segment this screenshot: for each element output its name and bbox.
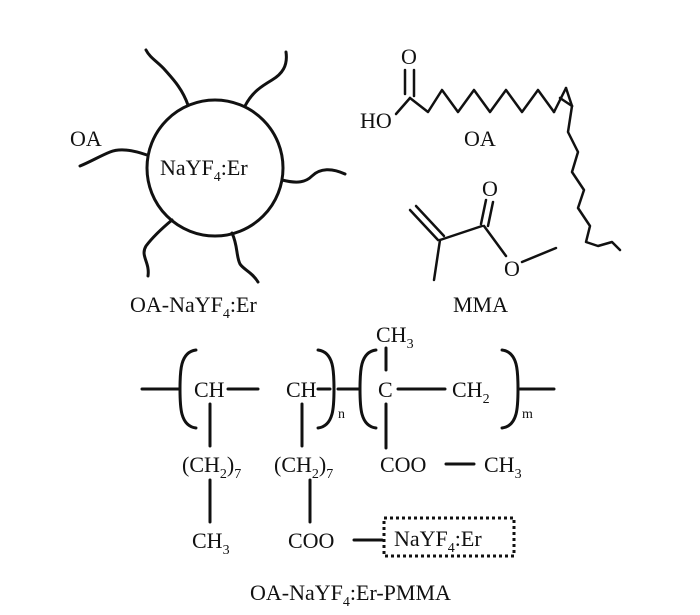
ligand-tail [142,218,174,278]
mma-label: MMA [453,292,508,317]
ligand-tail [230,231,260,284]
backbone-ch2: CH2 [452,377,490,407]
chain-bond [552,86,568,114]
carbonyl-carbon-bond [438,224,484,242]
ligand-tail [78,148,149,168]
polymer-structure: CH CH n CH3 C CH2 m (CH2)7 (CH2)7 COO CH… [140,322,556,558]
vinyl-bond [408,208,440,242]
particle-caption: OA-NaYF4:Er [130,292,257,322]
linker-coo: COO [288,528,334,553]
nanoparticle-box-label: NaYF4:Er [394,526,482,556]
oleic-acid-molecule: O HO OA [360,44,622,252]
terminal-methyl: CH3 [192,528,230,558]
vinyl-double-bond [414,204,446,238]
ester-coo: COO [380,452,426,477]
ligand-tail [243,50,288,108]
subscript-n: n [338,407,345,422]
chain-lower [566,104,622,252]
methyl-top: CH3 [376,322,414,352]
mma-oxygen-top: O [482,176,498,201]
ligand-tail [144,48,190,107]
side-chain-1: (CH2)7 [182,452,241,482]
chain-upper [408,88,556,114]
bracket-left-m [358,348,378,430]
ester-bond [482,224,508,258]
subscript-m: m [522,407,533,422]
methyl-bond [432,238,442,282]
ho-bond [394,96,412,116]
ho-label: HO [360,108,392,133]
bracket-left-n [178,348,198,430]
core-label: NaYF4:Er [160,155,248,185]
oa-label: OA [70,126,102,151]
carbonyl-bond [479,198,488,226]
side-chain-2: (CH2)7 [274,452,333,482]
backbone-ch-b: CH [286,377,317,402]
methoxy-bond [520,246,558,264]
nanoparticle-core [145,98,285,238]
mma-oxygen-ester: O [504,256,520,281]
figure-caption: OA-NaYF4:Er-PMMA [250,580,451,610]
backbone-ch-a: CH [194,377,225,402]
ester-methyl: CH3 [484,452,522,482]
double-bond [558,96,574,108]
bracket-right-m [500,348,520,430]
mma-molecule: O O MMA [408,176,558,317]
backbone-c: C [378,377,393,402]
nanoparticle: OA NaYF4:Er OA-NaYF4:Er [70,48,347,322]
chain-bond [564,86,574,108]
carbonyl-double-bond [486,200,495,228]
oxygen-label: O [401,44,417,69]
oa-molecule-label: OA [464,126,496,151]
ligand-tail [280,168,347,184]
bracket-right-n [316,348,336,430]
